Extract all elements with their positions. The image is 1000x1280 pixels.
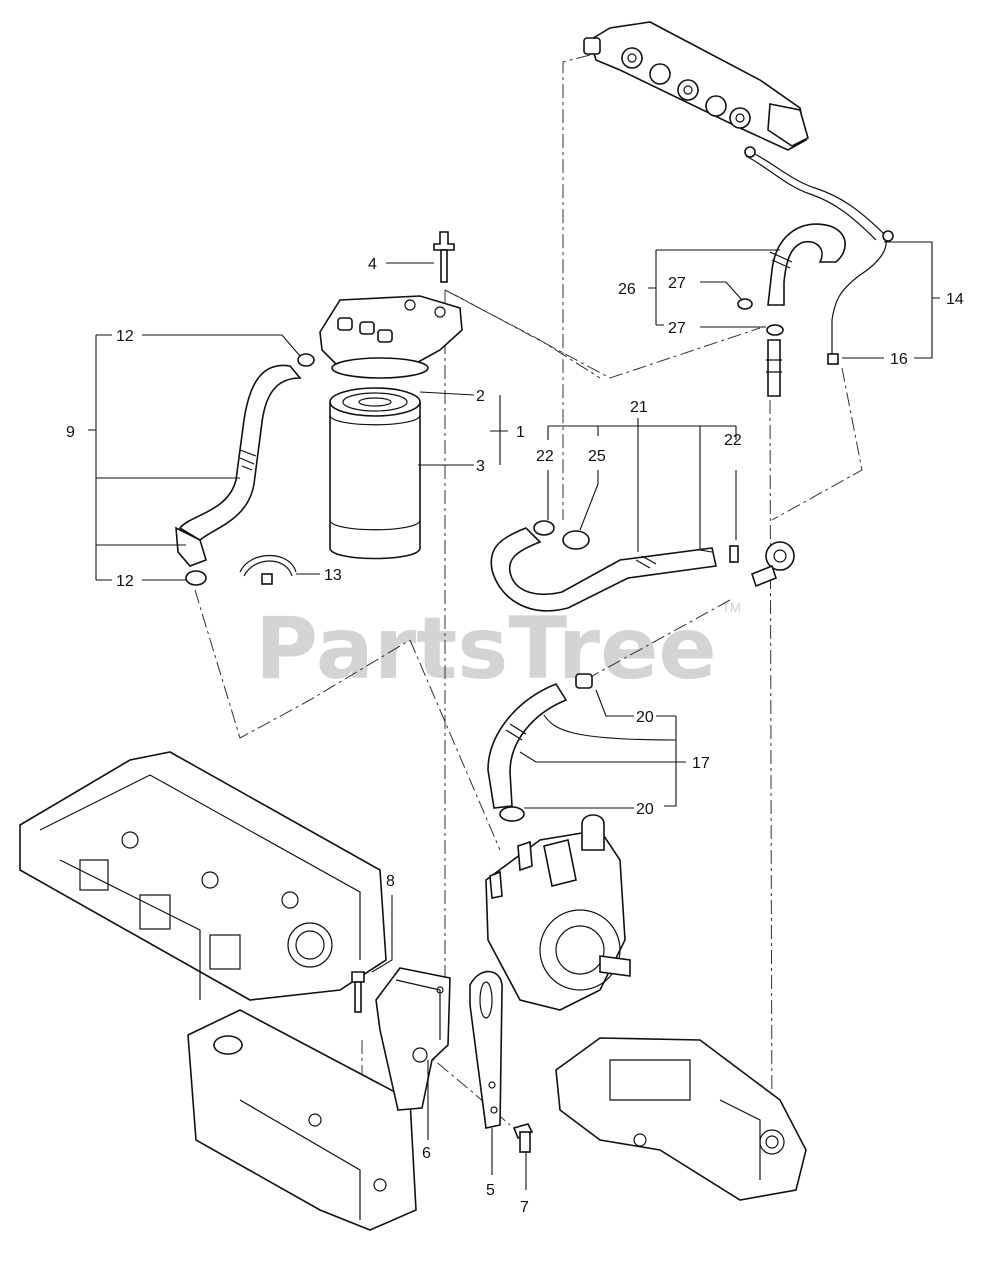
callout-1: 1 — [516, 424, 525, 441]
callout-26: 26 — [618, 281, 636, 298]
callout-16: 16 — [890, 351, 908, 368]
bracket-6 — [351, 967, 451, 1111]
callout-27-top: 27 — [668, 275, 686, 292]
hose-17 — [487, 673, 593, 822]
callout-7: 7 — [520, 1199, 529, 1216]
callout-2: 2 — [476, 388, 485, 405]
hose-clamp-13 — [239, 554, 297, 585]
fuel-filter-cartridge — [329, 387, 421, 560]
engine-housing — [555, 1037, 807, 1201]
cylinder-head — [19, 751, 387, 1001]
callout-14: 14 — [946, 291, 964, 308]
callout-27-bottom: 27 — [668, 320, 686, 337]
callout-4: 4 — [368, 256, 377, 273]
intake-manifold — [187, 1009, 417, 1231]
hose-21 — [490, 520, 795, 612]
fuel-filter-head — [319, 231, 463, 379]
callout-leaders — [88, 241, 940, 1190]
callout-22-right: 22 — [724, 432, 742, 449]
callout-22-left: 22 — [536, 448, 554, 465]
hose-26 — [737, 223, 846, 397]
callout-labels: 1 2 3 4 5 6 7 8 9 12 12 13 14 16 17 20 2… — [66, 256, 964, 1216]
watermark-text: PartsTree — [255, 599, 717, 699]
return-hose-line — [744, 146, 894, 365]
callout-20-bottom: 20 — [636, 801, 654, 818]
callout-12-bottom: 12 — [116, 573, 134, 590]
callout-25: 25 — [588, 448, 606, 465]
callout-5: 5 — [486, 1182, 495, 1199]
callout-17: 17 — [692, 755, 710, 772]
fuel-rail — [583, 21, 809, 151]
hose-9 — [175, 353, 315, 586]
callout-6: 6 — [422, 1145, 431, 1162]
callout-20-top: 20 — [636, 709, 654, 726]
callout-9: 9 — [66, 424, 75, 441]
strap-5 — [469, 970, 534, 1153]
fuel-injection-pump — [485, 814, 631, 1011]
watermark-trademark: TM — [722, 600, 741, 615]
callout-13: 13 — [324, 567, 342, 584]
alignment-lines — [194, 54, 863, 1141]
callout-8: 8 — [386, 873, 395, 890]
callout-12-top: 12 — [116, 328, 134, 345]
callout-21: 21 — [630, 399, 648, 416]
callout-3: 3 — [476, 458, 485, 475]
